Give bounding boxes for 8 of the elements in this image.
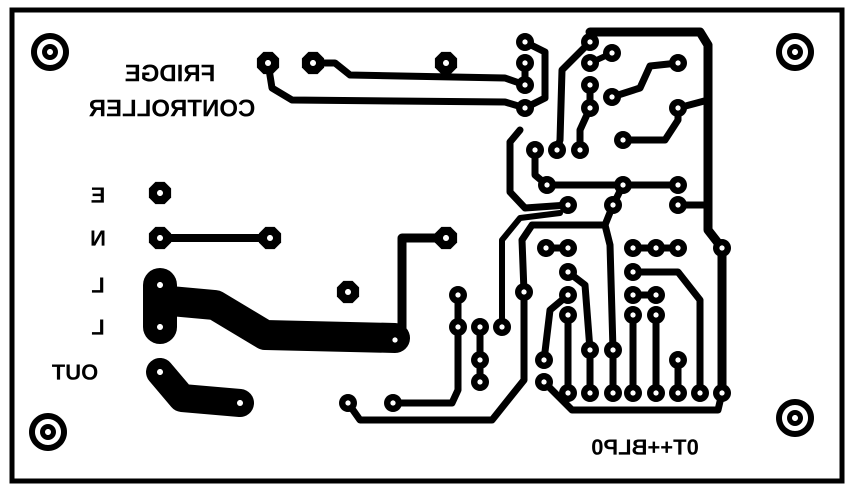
silkscreen-label: OUT (52, 364, 98, 380)
silkscreen-label: E (92, 187, 104, 203)
silkscreen-label: CONTROLLER (89, 100, 254, 116)
silkscreen-label: 0T++BLP0 (592, 439, 698, 455)
silkscreen-label: L (92, 319, 104, 335)
silkscreen-label: L (92, 277, 104, 293)
silkscreen-label: FRIDGE (126, 64, 214, 82)
silkscreen-label: N (92, 230, 104, 246)
